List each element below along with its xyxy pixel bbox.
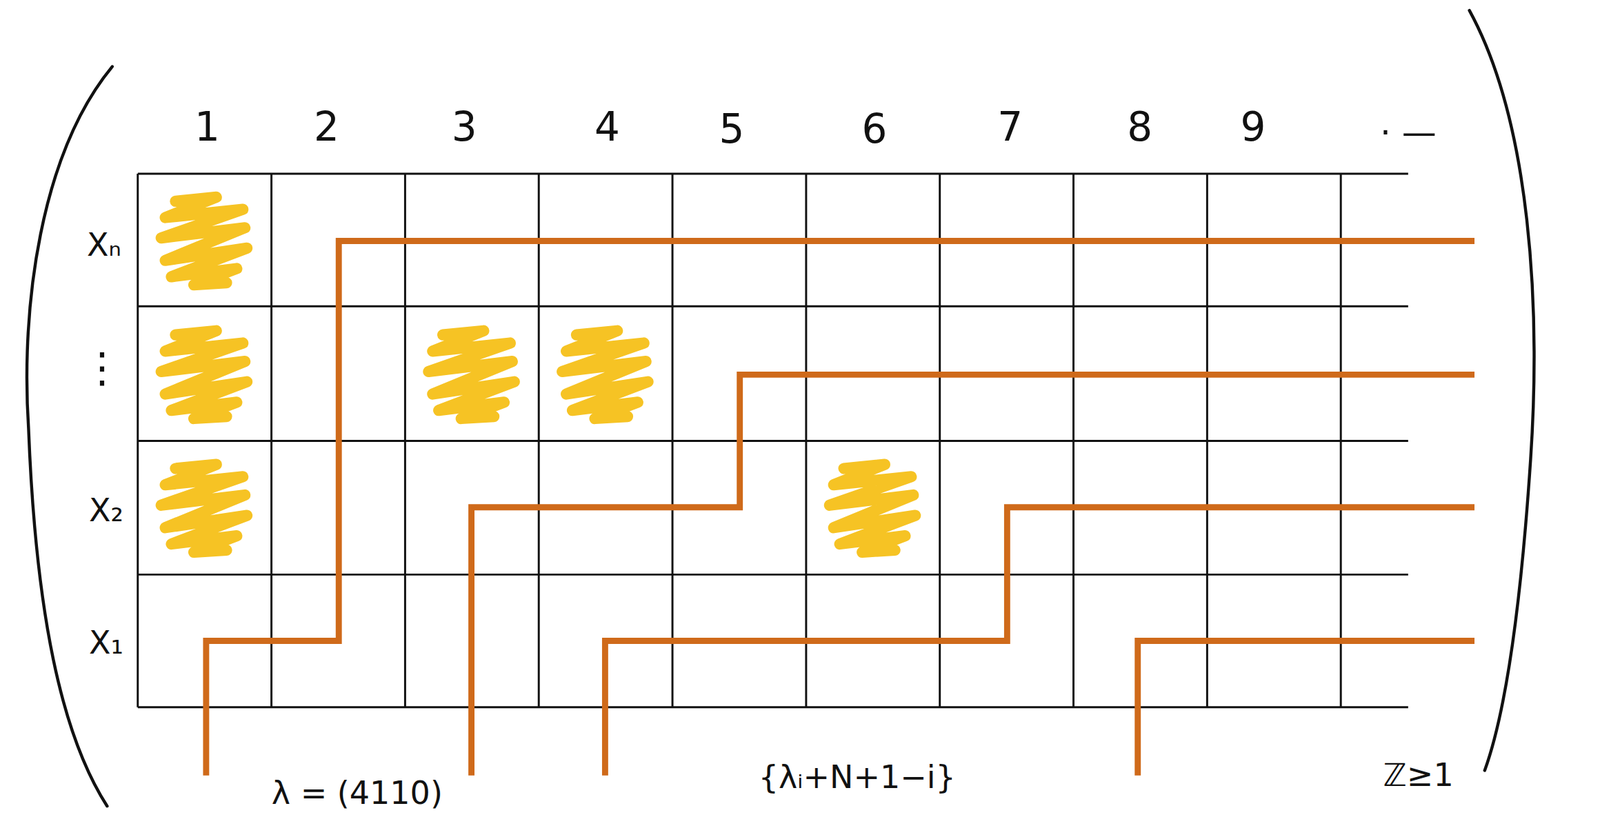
lattice-path — [206, 241, 1475, 776]
marked-cell — [161, 464, 247, 553]
marked-cell — [829, 464, 916, 553]
lattice-path — [471, 374, 1475, 776]
partition-label: λ = (4110) — [271, 775, 443, 811]
marked-cell — [161, 331, 247, 419]
row-label: Xₙ — [86, 227, 122, 263]
lattice-path — [604, 507, 1475, 776]
row-label: X₂ — [88, 492, 124, 528]
lattice-path — [1137, 641, 1475, 776]
marked-cell — [562, 331, 648, 419]
column-ellipsis: · — — [1380, 113, 1437, 152]
row-label: X₁ — [88, 625, 124, 661]
column-number: 7 — [997, 105, 1023, 150]
row-ellipsis: ⋮ — [81, 344, 123, 391]
left-bracket — [26, 66, 113, 807]
set-label: {λᵢ+N+1−i} — [758, 760, 956, 796]
grid — [137, 173, 1409, 708]
column-number: 2 — [313, 105, 340, 150]
marked-cell — [428, 331, 514, 419]
column-number: 5 — [718, 107, 745, 152]
column-number: 8 — [1126, 105, 1153, 150]
matrix-brackets — [26, 10, 1534, 807]
lattice-paths — [206, 241, 1475, 776]
column-number: 6 — [862, 107, 888, 152]
column-number: 9 — [1240, 105, 1266, 150]
column-number: 3 — [451, 105, 478, 150]
column-number: 4 — [594, 105, 620, 150]
marked-cell — [161, 197, 247, 285]
column-number: 1 — [194, 105, 220, 150]
integer-set-label: ℤ≥1 — [1383, 757, 1454, 794]
right-bracket — [1469, 10, 1535, 771]
